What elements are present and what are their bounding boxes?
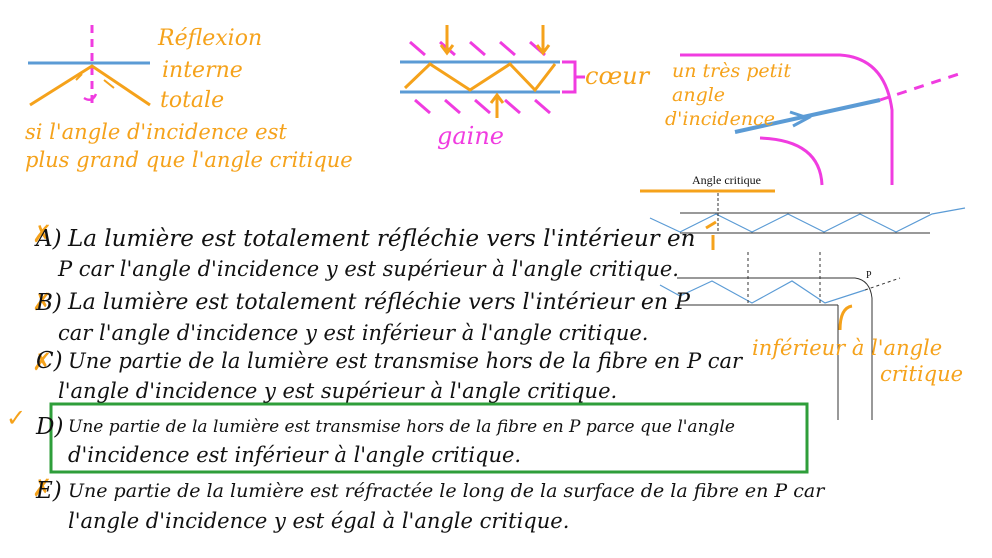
cross-mark-icon: ✗ — [32, 474, 53, 502]
note-petit-2: angle — [672, 84, 726, 106]
option-a-line1: La lumière est totalement réfléchie vers… — [68, 226, 696, 252]
note-gaine: gaine — [437, 122, 505, 150]
bent-fiber-sketch — [680, 53, 966, 186]
option-c-letter: C) — [36, 348, 63, 374]
option-a-line2: P car l'angle d'incidence y est supérieu… — [58, 257, 679, 281]
option-d-line1: Une partie de la lumière est transmise h… — [68, 417, 735, 437]
option-e-line1: Une partie de la lumière est réfractée l… — [68, 480, 825, 502]
note-reflexion-3: totale — [160, 88, 225, 113]
note-coeur: cœur — [585, 62, 650, 90]
note-reflexion-1: Réflexion — [158, 26, 263, 51]
option-b-line1: La lumière est totalement réfléchie vers… — [68, 290, 690, 315]
point-p-label: P — [866, 270, 872, 281]
straight-fiber-diagram — [640, 189, 966, 250]
correct-answer-box — [49, 402, 809, 474]
option-d-letter: D) — [36, 414, 64, 440]
option-e-letter: E) — [36, 478, 62, 504]
check-mark-icon: ✓ — [6, 404, 27, 432]
cross-mark-icon: ✗ — [32, 220, 53, 248]
note-inferieur-1: inférieur à l'angle — [752, 336, 943, 360]
option-e-line2: l'angle d'incidence y est égal à l'angle… — [68, 509, 570, 533]
note-condition-2: plus grand que l'angle critique — [25, 148, 353, 172]
option-b-line2: car l'angle d'incidence y est inférieur … — [58, 321, 649, 345]
option-a-letter: A) — [36, 226, 62, 252]
total-internal-reflection-sketch — [28, 25, 151, 107]
angle-critique-label: Angle critique — [692, 173, 761, 187]
fiber-core-sketch — [400, 25, 585, 118]
note-reflexion-2: interne — [162, 58, 243, 83]
option-c-line1: Une partie de la lumière est transmise h… — [68, 349, 743, 373]
cross-mark-icon: ✗ — [32, 348, 53, 376]
cross-mark-icon: ✗ — [32, 288, 53, 316]
note-petit-1: un très petit — [672, 60, 792, 82]
note-condition-1: si l'angle d'incidence est — [25, 120, 287, 144]
note-petit-3: d'incidence — [665, 108, 775, 130]
option-d-line2: d'incidence est inférieur à l'angle crit… — [68, 443, 522, 467]
bent-fiber-diagram — [659, 252, 901, 420]
option-c-line2: l'angle d'incidence y est supérieur à l'… — [58, 379, 618, 403]
option-b-letter: B) — [36, 290, 62, 316]
note-inferieur-2: critique — [880, 362, 964, 386]
